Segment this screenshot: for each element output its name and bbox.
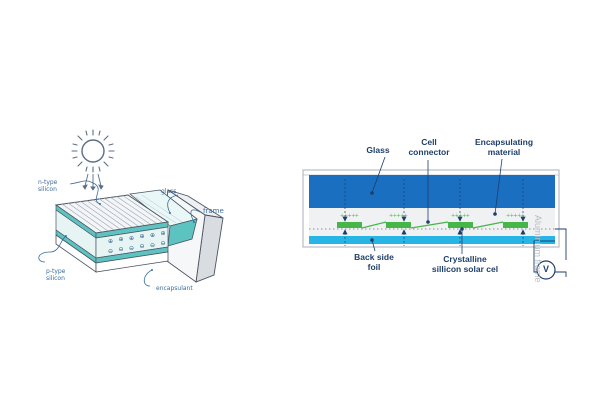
label-frame: frame [203,207,224,215]
label-back-side-foil: Back side foil [354,252,394,272]
vertical-arrows [342,179,526,246]
cell-stack [54,194,170,273]
right-leader-lines [371,156,503,254]
label-glass: Glass [366,145,390,155]
label-encapsulating-material: Encapsulating material [474,137,534,157]
voltmeter-icon [536,260,556,280]
label-crystalline-silicon-cell: Crystalline sillicon solar cel [431,254,499,274]
voltmeter-circuit [533,228,567,280]
label-n-type-silicon: n-type silicon [38,179,58,193]
solar-cells [337,221,528,229]
label-cell-connector: Cell connector [408,137,450,157]
leader-dots [370,191,497,242]
sun-icon [71,129,115,191]
left-leader-lines [38,180,201,287]
label-glass-left: glass [161,188,177,195]
back-side-foil-layer [309,236,555,244]
label-aluminium-frame: Aluminium frame [533,215,543,283]
label-p-type-silicon: p-type silicon [46,268,66,282]
voltmeter-label: V [542,264,549,274]
glass-layer [309,175,555,208]
label-encapsulant: encapsulant [156,285,193,292]
